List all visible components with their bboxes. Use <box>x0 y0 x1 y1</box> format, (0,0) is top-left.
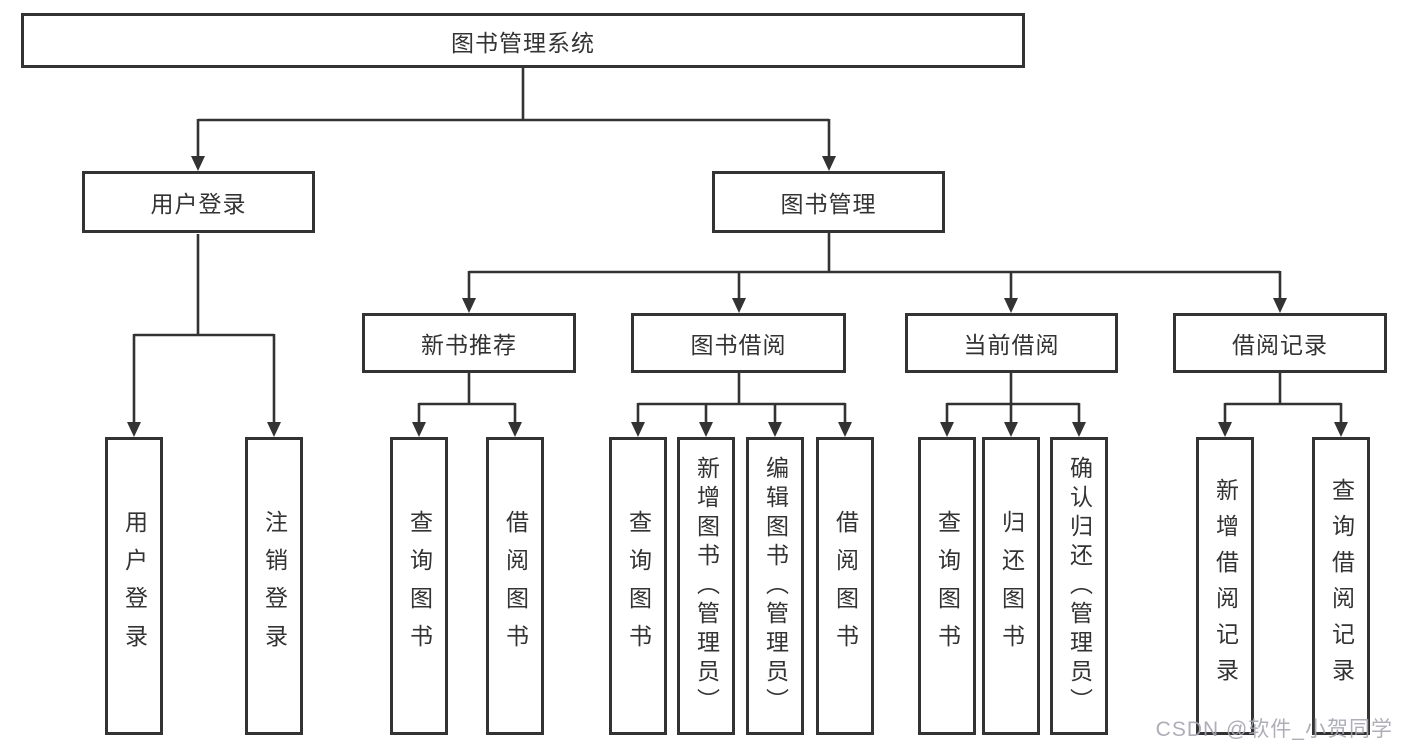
leaf-label: 编辑图书（管理员） <box>762 455 789 717</box>
leaf-recommend-borrow-books: 借阅图书 <box>486 437 544 735</box>
leaf-label: 借阅图书 <box>502 510 529 662</box>
node-book-borrowing: 图书借阅 <box>631 313 846 373</box>
leaf-user-login: 用户登录 <box>105 437 163 735</box>
node-borrowing-records-label: 借阅记录 <box>1232 332 1328 358</box>
node-root: 图书管理系统 <box>21 13 1025 68</box>
watermark: CSDN @软件_小贺同学 <box>1155 718 1393 741</box>
leaf-label: 查询借阅记录 <box>1328 478 1355 694</box>
node-new-book-recommendation-label: 新书推荐 <box>421 332 517 358</box>
leaf-recommend-query-books: 查询图书 <box>390 437 448 735</box>
node-new-book-recommendation: 新书推荐 <box>362 313 576 373</box>
leaf-query-borrow-record: 查询借阅记录 <box>1312 437 1370 735</box>
node-current-borrowing-label: 当前借阅 <box>963 332 1060 358</box>
leaf-add-books-admin: 新增图书（管理员） <box>677 437 735 735</box>
leaf-label: 注销登录 <box>261 510 288 662</box>
leaf-label: 确认归还（管理员） <box>1066 455 1093 717</box>
leaf-label: 归还图书 <box>998 510 1025 662</box>
node-book-borrowing-label: 图书借阅 <box>690 332 787 358</box>
leaf-add-borrow-record: 新增借阅记录 <box>1196 437 1254 735</box>
leaf-borrow-query-books: 查询图书 <box>609 437 667 735</box>
node-book-management-label: 图书管理 <box>780 191 877 217</box>
leaf-label: 用户登录 <box>121 510 148 662</box>
leaf-label: 查询图书 <box>406 510 433 662</box>
node-root-label: 图书管理系统 <box>451 29 595 56</box>
leaf-label: 新增图书（管理员） <box>693 455 720 717</box>
leaf-return-books: 归还图书 <box>982 437 1040 735</box>
leaf-edit-books-admin: 编辑图书（管理员） <box>746 437 804 735</box>
leaf-label: 借阅图书 <box>832 510 859 662</box>
node-book-management: 图书管理 <box>712 171 945 233</box>
node-current-borrowing: 当前借阅 <box>905 313 1118 373</box>
connector-line <box>134 68 1341 406</box>
leaf-label: 查询图书 <box>934 510 961 662</box>
leaf-label: 新增借阅记录 <box>1212 478 1239 694</box>
leaf-logout: 注销登录 <box>245 437 303 735</box>
connector-arrow-shafts <box>132 119 1343 424</box>
node-user-login-label: 用户登录 <box>150 191 247 217</box>
leaf-label: 查询图书 <box>625 510 652 662</box>
leaf-confirm-return-admin: 确认归还（管理员） <box>1050 437 1108 735</box>
node-borrowing-records: 借阅记录 <box>1173 313 1387 373</box>
leaf-current-query-books: 查询图书 <box>918 437 976 735</box>
leaf-borrow-books: 借阅图书 <box>816 437 874 735</box>
node-user-login: 用户登录 <box>82 171 315 233</box>
